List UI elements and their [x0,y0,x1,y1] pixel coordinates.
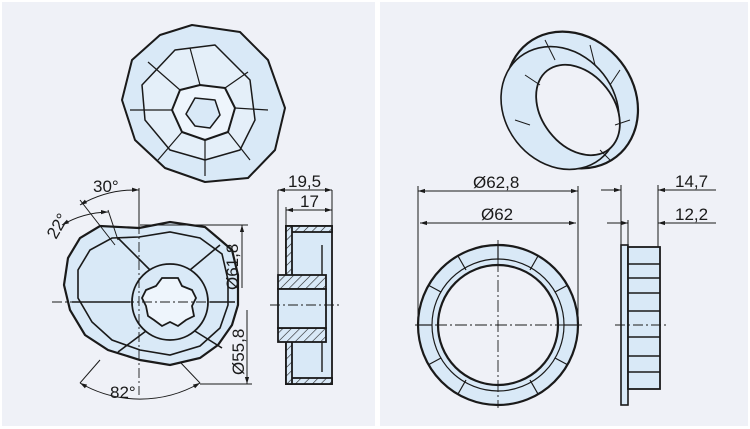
ring-diameter-dims [417,186,579,320]
adapter-side-section [277,225,333,385]
body-width-label: 17 [300,192,319,211]
adapter-front-view [52,188,240,395]
ring-body-width-label: 12,2 [675,205,708,224]
body-diameter-label: Ø62 [481,205,513,224]
angle-82-label: 82° [110,383,136,402]
ring-total-width-label: 14,7 [675,172,708,191]
ring-width-dims [601,185,716,247]
ring-side-view [615,244,668,406]
diameter-dimension-lines [140,224,252,385]
ring-front-view [415,240,582,408]
outer-diameter-label: Ø61,8 [223,244,242,290]
angle-dimensions [61,187,201,400]
adapter-isometric-view [121,24,286,183]
inner-diameter-label: Ø55,8 [229,329,248,375]
angle-22-label: 22° [43,210,72,242]
angle-30-label: 30° [93,177,119,196]
side-dimension-lines [270,187,340,306]
total-width-label: 19,5 [288,172,321,191]
ring-isometric-view [500,30,640,171]
flange-diameter-label: Ø62,8 [473,173,519,192]
